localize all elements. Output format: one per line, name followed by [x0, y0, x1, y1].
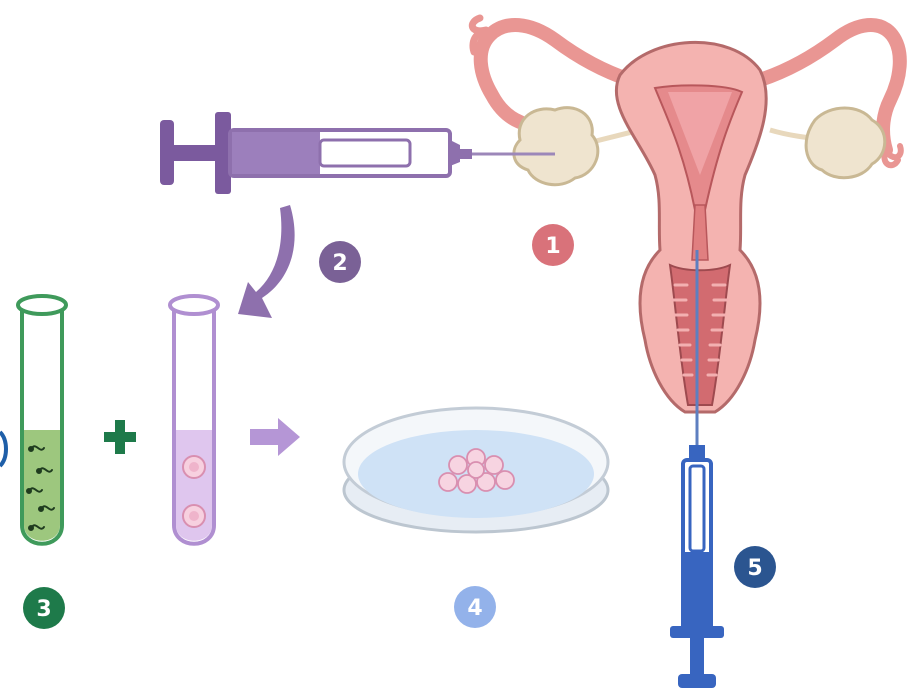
step-badge-2: 2: [319, 241, 361, 283]
step-badge-4: 4: [454, 586, 496, 628]
left-ovary: [514, 108, 598, 185]
step-number-2: 2: [332, 251, 347, 276]
right-ovary: [806, 108, 885, 178]
step-number-1: 1: [545, 234, 560, 259]
sperm-test-tube: [18, 296, 66, 544]
uterus-illustration: [472, 18, 901, 412]
step-number-5: 5: [747, 556, 762, 581]
egg-retrieval-syringe: [160, 112, 555, 194]
petri-dish: [344, 408, 608, 532]
step-number-4: 4: [467, 596, 482, 621]
left-fallopian-tube: [481, 25, 630, 122]
cervical-canal: [692, 205, 708, 260]
retrieval-to-tube-arrow: [238, 205, 295, 318]
plus-icon: [104, 420, 136, 454]
step-badge-3: 3: [23, 587, 65, 629]
step-badge-5: 5: [734, 546, 776, 588]
tube-to-dish-arrow: [250, 418, 300, 456]
step-number-3: 3: [36, 597, 51, 622]
step-badge-1: 1: [532, 224, 574, 266]
egg-test-tube: [170, 296, 218, 544]
